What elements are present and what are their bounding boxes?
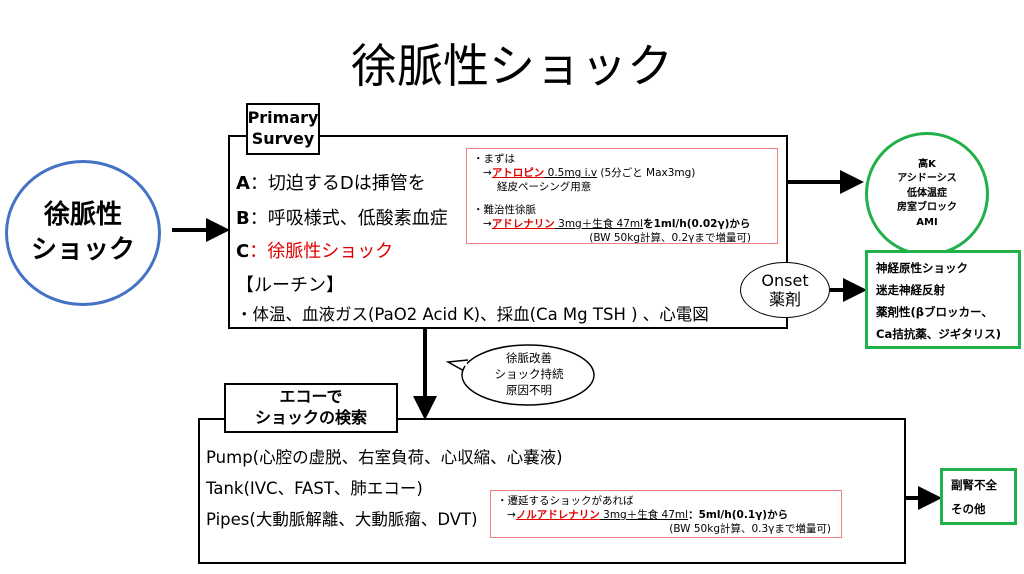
- arrow-text: →: [483, 217, 492, 230]
- end-box: 副腎不全 その他: [940, 468, 1017, 525]
- echo-label: エコーでショックの検索: [224, 383, 398, 433]
- end-item: 副腎不全: [951, 478, 997, 492]
- start-node-bradycardic-shock: 徐脈性ショック: [5, 160, 161, 306]
- routine-text: ・体温、血液ガス(PaO2 Acid K)、採血(Ca Mg TSH ) 、心電…: [236, 305, 709, 324]
- atropine-dose: 0.5mg i.v: [544, 167, 598, 180]
- cause-item: 低体温症: [907, 187, 947, 199]
- drug-note-noradrenaline: ・遷延するショックがあれば →ノルアドレナリン 3mg＋生食 47ml：5ml/…: [490, 490, 842, 538]
- adrenaline-rate: を1ml/h(0.02γ)から: [643, 217, 751, 230]
- bubble-text: 徐脈改善 ショック持続 原因不明: [470, 350, 588, 398]
- primary-label2: Survey: [251, 129, 315, 148]
- drug-adrenaline: アドレナリン: [491, 217, 555, 230]
- c-key: C: [236, 241, 250, 262]
- drug-noradrenaline: ノルアドレナリン: [515, 509, 600, 522]
- page-title: 徐脈性ショック: [351, 39, 673, 93]
- speech-bubble: [445, 344, 595, 406]
- echo-pipes: Pipes(大動脈解離、大動脈瘤、DVT): [206, 510, 478, 529]
- b-text: ：呼吸様式、低酸素血症: [249, 208, 448, 229]
- start-node-line1: 徐脈性: [43, 199, 122, 230]
- primary-label1: Primary: [247, 108, 319, 128]
- circulation-line: C：徐脈性ショック: [236, 237, 393, 263]
- onset-cause-item: Ca拮抗薬、ジギタリス): [876, 327, 1001, 341]
- drug-note-atropine-adrenaline: ・まずは →アトロピン 0.5mg i.v (5分ごと Max3mg) 経皮ペー…: [466, 148, 778, 244]
- noradrenaline-dose: 3mg＋生食 47ml: [599, 509, 689, 522]
- cause-item: アシドーシス: [897, 173, 957, 185]
- note1-adrenaline-line: →アドレナリン 3mg＋生食 47mlを1ml/h(0.02γ)から: [473, 217, 771, 231]
- note1-line1: ・まずは: [473, 153, 515, 165]
- note2-line1: ・遷延するショックがあれば: [497, 495, 634, 507]
- c-text: ：徐脈性ショック: [249, 241, 394, 262]
- arrow-text: →: [483, 167, 492, 180]
- onset-causes-box: 神経原性ショック 迷走神経反射 薬剤性(βブロッカー、 Ca拮抗薬、ジギタリス): [865, 250, 1021, 349]
- note1-refractory: ・難治性徐脈: [473, 203, 536, 216]
- echo-tank: Tank(IVC、FAST、肺エコー): [206, 479, 423, 498]
- note2-noradrenaline-line: →ノルアドレナリン 3mg＋生食 47ml：5ml/h(0.1γ)から: [497, 508, 835, 522]
- airway-line: A：切迫するDは挿管を: [236, 169, 426, 195]
- onset-cause-item: 迷走神経反射: [876, 283, 945, 297]
- cause-item: 房室ブロック: [897, 202, 957, 214]
- note1-line2: →アトロピン 0.5mg i.v (5分ごと Max3mg): [473, 166, 771, 180]
- bubble-line: 原因不明: [506, 383, 552, 397]
- b-key: B: [236, 208, 250, 229]
- echo-pump: Pump(心腔の虚脱、右室負荷、心収縮、心嚢液): [206, 448, 563, 467]
- cause-item: 高K: [918, 158, 936, 170]
- causes-circle: 高K アシドーシス 低体温症 房室ブロック AMI: [865, 132, 989, 256]
- bubble-line: 徐脈改善: [506, 351, 552, 365]
- atropine-note: (5分ごと Max3mg): [597, 167, 696, 180]
- breathing-line: B：呼吸様式、低酸素血症: [236, 204, 448, 230]
- arrow-text: →: [507, 509, 516, 522]
- note1-bw-note: (BW 50kg計算、0.2γまで増量可): [589, 231, 751, 244]
- drug-label: 薬剤: [768, 290, 801, 309]
- echo-label2: ショックの検索: [254, 408, 367, 427]
- cause-item: AMI: [916, 216, 938, 228]
- onset-label: Onset: [761, 270, 809, 290]
- end-item: その他: [951, 502, 986, 516]
- drug-atropine: アトロピン: [491, 167, 545, 180]
- a-text: ：切迫するDは挿管を: [249, 173, 426, 194]
- note2-bw-note: (BW 50kg計算、0.3γまで増量可): [669, 523, 831, 536]
- adrenaline-dose: 3mg＋生食 47ml: [554, 217, 644, 230]
- note1-pacing: 経皮ペーシング用意: [497, 181, 592, 194]
- onset-cause-item: 薬剤性(βブロッカー、: [876, 305, 993, 319]
- start-node-line2: ショック: [30, 235, 135, 265]
- noradrenaline-rate: ：5ml/h(0.1γ)から: [688, 509, 789, 522]
- routine-header: 【ルーチン】: [236, 275, 344, 296]
- echo-label1: エコーで: [279, 387, 343, 407]
- bubble-line: ショック持続: [494, 367, 564, 381]
- onset-cause-item: 神経原性ショック: [876, 261, 968, 275]
- a-key: A: [236, 173, 250, 194]
